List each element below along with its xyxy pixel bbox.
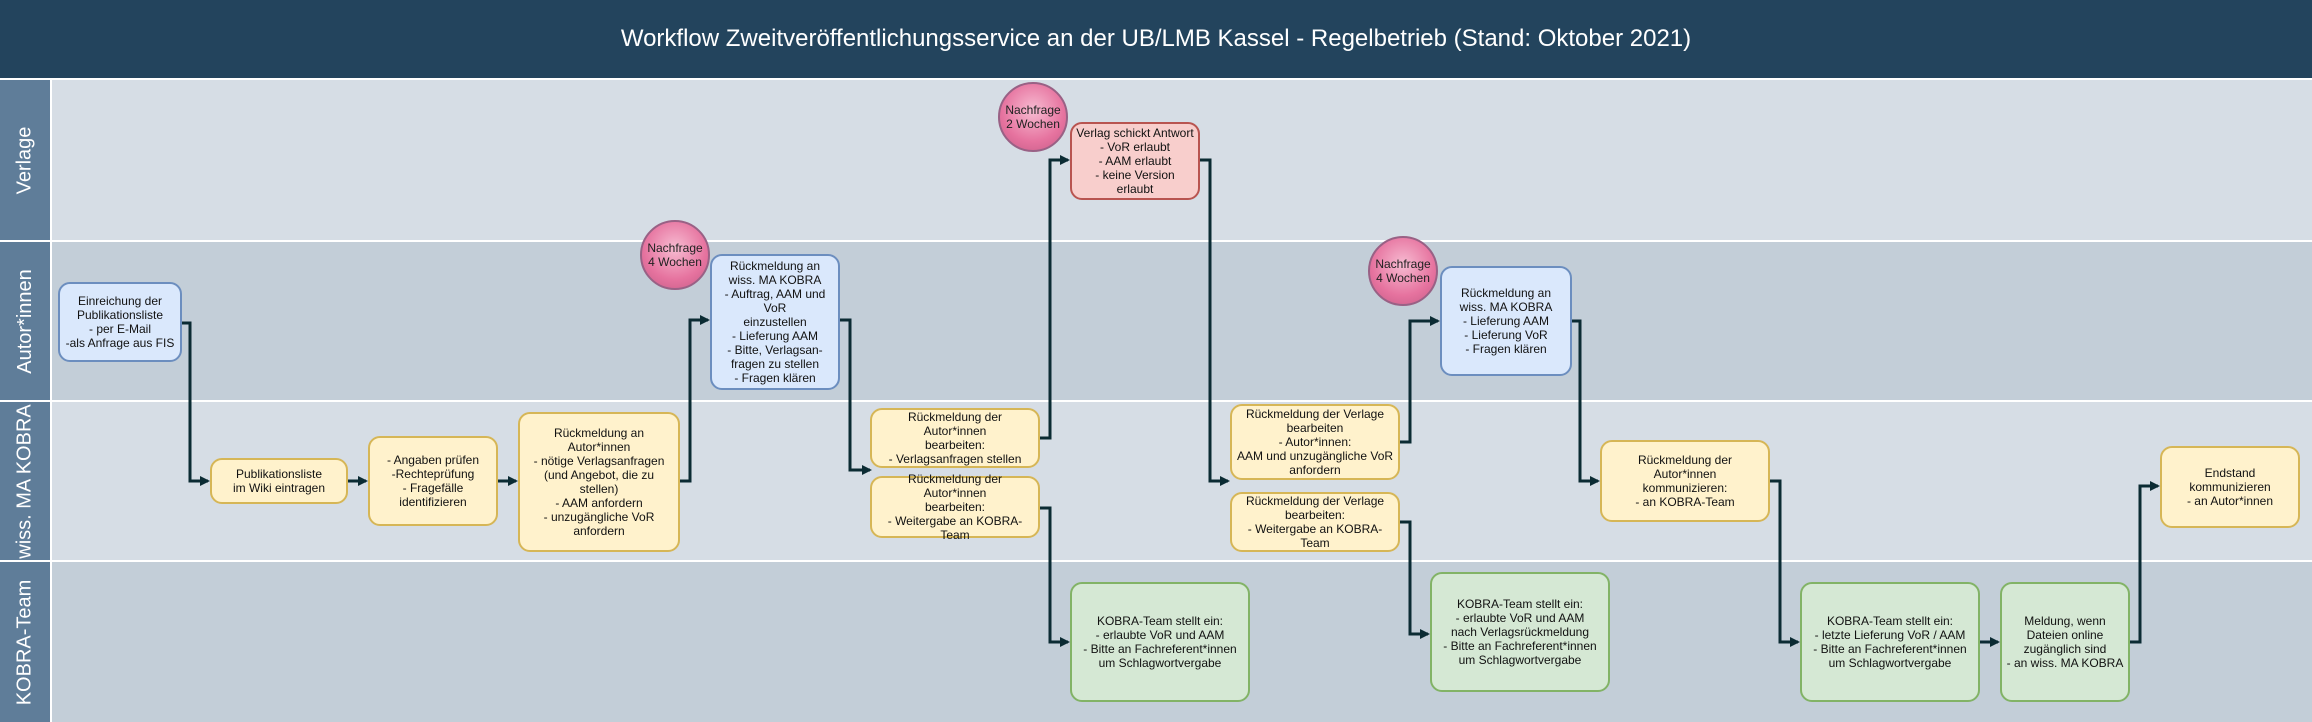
lane-label-verlage: Verlage: [0, 80, 50, 240]
bearbeiten-weitergabe-node: Rückmeldung der Autor*innen bearbeiten: …: [870, 472, 1040, 542]
verlage-bearbeiten-autorinnen-node: Rückmeldung der Verlage bearbeiten - Aut…: [1230, 404, 1400, 480]
lane-body-autorinnen: [52, 242, 2312, 400]
connector-ma2-kommunizieren: [1572, 319, 1600, 486]
reminder-circle-3: Nachfrage 4 Wochen: [1368, 236, 1438, 306]
rueckmeldung-autorinnen-node: Rückmeldung an Autor*innen - nötige Verl…: [518, 412, 680, 552]
autorinnen-kommunizieren-node: Rückmeldung der Autor*innen kommuniziere…: [1600, 440, 1770, 522]
einreichung-node: Einreichung der Publikationsliste - per …: [58, 282, 182, 362]
diagram-title: Workflow Zweitveröffentlichungsservice a…: [620, 25, 1692, 52]
kobra-einstellen-node-1: KOBRA-Team stellt ein: - erlaubte VoR un…: [1070, 582, 1250, 702]
connector-bearbeiten-ma2: [1400, 316, 1440, 444]
connector-ma-bearbeiten: [840, 318, 872, 475]
verlage-bearbeiten-weitergabe-node: Rückmeldung der Verlage bearbeiten: - We…: [1230, 492, 1400, 552]
connector-rueckmeldung-autor-ma: [680, 315, 710, 483]
rueckmeldung-ma-node: Rückmeldung an wiss. MA KOBRA - Auftrag,…: [710, 254, 840, 390]
bearbeiten-verlagsanfragen-node: Rückmeldung der Autor*innen bearbeiten: …: [870, 408, 1040, 468]
title-bar: Workflow Zweitveröffentlichungsservice a…: [0, 0, 2312, 78]
kobra-einstellen-node-3: KOBRA-Team stellt ein: - letzte Lieferun…: [1800, 582, 1980, 702]
lane-label-kobra-team: KOBRA-Team: [0, 562, 50, 722]
endstand-node: Endstand kommunizieren - an Autor*innen: [2160, 446, 2300, 528]
connector-weitergabe-kobra1: [1040, 506, 1070, 647]
reminder-circle-1: Nachfrage 4 Wochen: [640, 220, 710, 290]
publikationsliste-node: Publikationsliste im Wiki eintragen: [210, 458, 348, 504]
rueckmeldung-ma2-node: Rückmeldung an wiss. MA KOBRA - Lieferun…: [1440, 266, 1572, 376]
connector-bearbeiten-verlag: [1040, 155, 1070, 440]
lane-label-autorinnen: Autor*innen: [0, 242, 50, 400]
meldung-online-node: Meldung, wenn Dateien online zugänglich …: [2000, 582, 2130, 702]
connector-meldung-endstand: [2130, 481, 2160, 644]
lane-label-ma-kobra: wiss. MA KOBRA: [0, 402, 50, 560]
verlag-antwort-node: Verlag schickt Antwort - VoR erlaubt - A…: [1070, 122, 1200, 200]
lane-autorinnen: Autor*innen: [0, 242, 2312, 400]
connector-einreichung-publikationsliste: [182, 321, 210, 486]
connector-kommunizieren-kobra3: [1770, 479, 1800, 647]
reminder-circle-2: Nachfrage 2 Wochen: [998, 82, 1068, 152]
connector-weitergabe-kobra2: [1400, 520, 1430, 639]
angaben-node: - Angaben prüfen -Rechteprüfung - Fragef…: [368, 436, 498, 526]
connector-verlag-bearbeiten: [1200, 158, 1230, 486]
kobra-einstellen-node-2: KOBRA-Team stellt ein: - erlaubte VoR un…: [1430, 572, 1610, 692]
